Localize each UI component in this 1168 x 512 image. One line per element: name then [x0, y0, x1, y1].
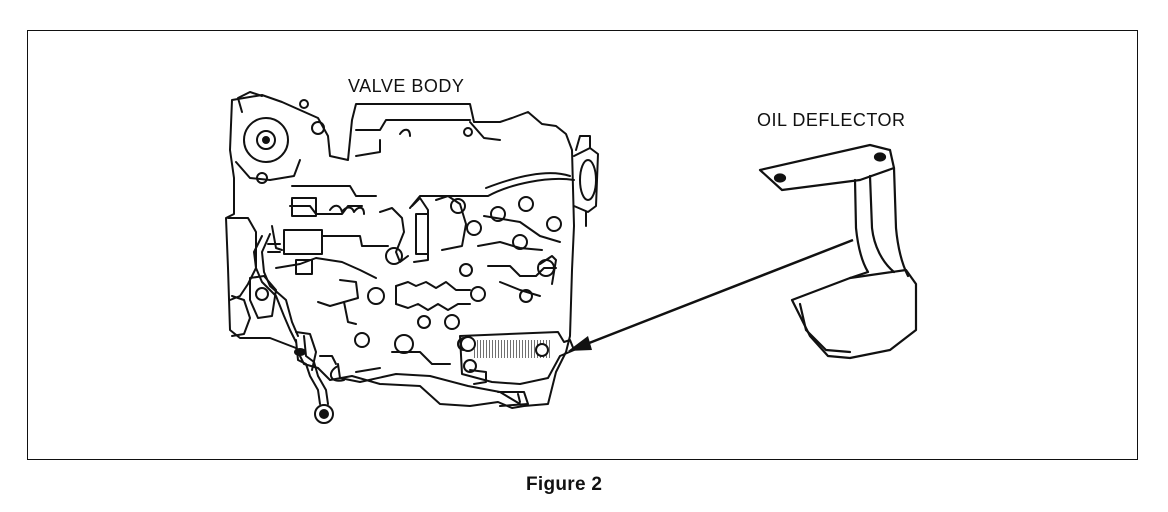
valve-body-illustration	[225, 91, 599, 424]
pointer-arrow	[568, 238, 854, 351]
figure-caption: Figure 2	[526, 474, 603, 495]
valve-body-label: VALVE BODY	[348, 76, 465, 96]
figure-frame	[27, 30, 1138, 460]
oil-deflector-illustration	[758, 143, 918, 360]
oil-deflector-label: OIL DEFLECTOR	[757, 110, 906, 130]
